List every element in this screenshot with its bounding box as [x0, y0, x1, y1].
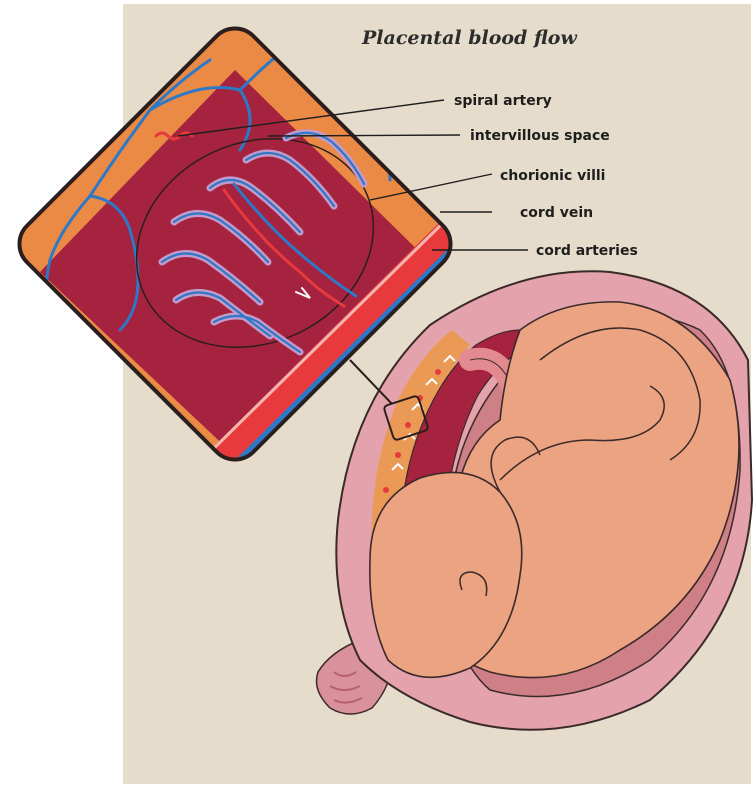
label-cord-arteries: cord arteries — [536, 243, 638, 259]
label-spiral-artery: spiral artery — [454, 93, 552, 109]
diagram-title: Placental blood flow — [361, 27, 577, 49]
label-chorionic-villi: chorionic villi — [500, 168, 605, 184]
label-cord-vein: cord vein — [520, 205, 593, 221]
label-intervillous-space: intervillous space — [470, 128, 610, 144]
intervillous-space-leader — [268, 135, 460, 136]
